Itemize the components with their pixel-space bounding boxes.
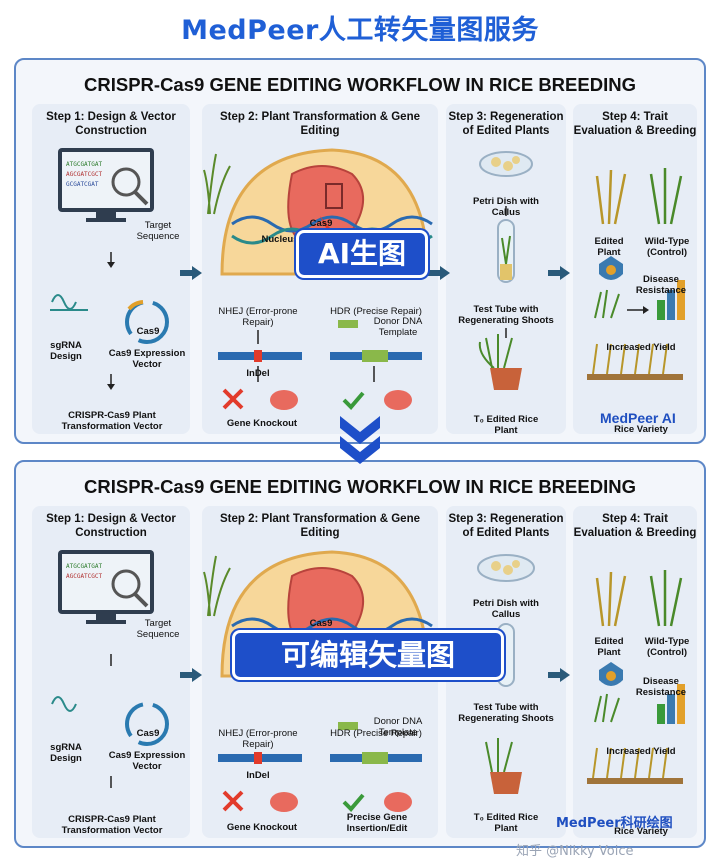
target-sequence-label: Target Sequence (136, 618, 180, 640)
step-1-title: Step 1: Design & Vector Construction (46, 111, 176, 137)
cas9-label: Cas9 (136, 728, 160, 739)
arrow-right-icon (428, 266, 450, 280)
cas9-label: Cas9 (136, 326, 160, 337)
target-sequence-label: Target Sequence (136, 220, 180, 242)
petri-dish-label: Petri Dish with Callus (473, 598, 539, 620)
t0-plant-label: T₀ Edited Rice Plant (473, 812, 539, 834)
disease-resistance-label: Disease Resistance (635, 274, 687, 296)
step-2-title: Step 2: Plant Transformation & Gene Edit… (219, 111, 420, 137)
medpeer-ai-watermark: MedPeer AI (600, 410, 676, 426)
donor-template-label: Donor DNA Template (373, 316, 423, 338)
increased-yield-label: Increased Yield (606, 342, 676, 353)
cas9-protein-label: Cas9 (309, 618, 333, 629)
gene-insertion-label: Precise Gene Insertion/Edit (346, 812, 408, 834)
sgrna-design-label: sgRNA Design (50, 742, 82, 764)
step-1-card: Step 1: Design & Vector Construction ATG… (32, 506, 190, 838)
hdr-label: HDR (Precise Repair) (330, 728, 422, 739)
svg-text:ATGCGATGAT: ATGCGATGAT (66, 563, 103, 570)
ai-generated-badge: AI生图 (296, 230, 428, 278)
step-2-title: Step 2: Plant Transformation & Gene Edit… (219, 513, 420, 539)
rice-variety-label: Rice Variety (614, 424, 668, 435)
edited-plant-label: Edited Plant (594, 636, 624, 658)
svg-text:GCGATCGAT: GCGATCGAT (66, 181, 99, 188)
hdr-label: HDR (Precise Repair) (330, 306, 422, 317)
top-title: MedPeer人工转矢量图服务 (181, 15, 539, 46)
gene-knockout-label: Gene Knockout (226, 418, 298, 429)
step-1-card: Step 1: Design & Vector Construction ATG… (32, 104, 190, 434)
arrow-right-icon (548, 668, 570, 682)
step-4-title: Step 4: Trait Evaluation & Breeding (573, 111, 697, 137)
sgrna-design-label: sgRNA Design (50, 340, 82, 362)
step-1-illustration: ATGCGATGAT AGCGATCGCT GCGATCGAT (50, 148, 169, 390)
nhej-label: NHEJ (Error-prone Repair) (218, 728, 298, 750)
step-3-card: Step 3: Regeneration of Edited Plants Pe… (446, 104, 566, 436)
step-3-title: Step 3: Regeneration of Edited Plants (448, 111, 564, 137)
disease-resistance-label: Disease Resistance (635, 676, 687, 698)
step-3-card: Step 3: Regeneration of Edited Plants Pe… (446, 506, 566, 838)
step-1-illustration: ATGCGATGAT AGCGATCGCT (51, 550, 169, 788)
panel-title: CRISPR-Cas9 GENE EDITING WORKFLOW IN RIC… (84, 476, 636, 497)
chevron-down-icon (340, 416, 380, 464)
gene-knockout-label: Gene Knockout (226, 822, 298, 833)
test-tube-label: Test Tube with Regenerating Shoots (458, 304, 554, 326)
zhihu-watermark: 知乎 @Nikky Voice (516, 844, 634, 859)
arrow-right-icon (180, 266, 202, 280)
cas9-expression-vector-label: Cas9 Expression Vector (108, 750, 186, 772)
edited-plant-label: Edited Plant (594, 236, 624, 258)
step-4-card: Step 4: Trait Evaluation & Breeding Edit… (573, 104, 697, 435)
transformation-vector-label: CRISPR-Cas9 Plant Transformation Vector (61, 814, 163, 836)
indel-label: InDel (246, 770, 270, 781)
svg-text:AGCGATCGCT: AGCGATCGCT (66, 573, 103, 580)
arrow-right-icon (548, 266, 570, 280)
medpeer-watermark: MedPeer科研绘图 (556, 816, 673, 831)
transformation-vector-label: CRISPR-Cas9 Plant Transformation Vector (61, 410, 163, 432)
svg-text:AGCGATCGCT: AGCGATCGCT (66, 171, 103, 178)
svg-text:ATGCGATGAT: ATGCGATGAT (66, 161, 103, 168)
rice-variety-label: Rice Variety (614, 826, 668, 837)
step-4-card: Step 4: Trait Evaluation & Breeding Edit… (573, 506, 697, 838)
arrow-right-icon (180, 668, 202, 682)
cas9-protein-label: Cas9 (309, 218, 333, 229)
indel-label: InDel (246, 368, 270, 379)
nucleus-label: Nucleus (261, 234, 299, 245)
nhej-label: NHEJ (Error-prone Repair) (218, 306, 298, 328)
increased-yield-label: Increased Yield (606, 746, 676, 757)
wild-type-label: Wild-Type (Control) (644, 636, 690, 658)
transformation-vector-icon (32, 104, 190, 434)
donor-template-label: Donor DNA Template (373, 716, 423, 738)
step-3-title: Step 3: Regeneration of Edited Plants (448, 513, 564, 539)
petri-dish-label: Petri Dish with Callus (473, 196, 539, 218)
step-4-illustration (587, 570, 685, 784)
editable-vector-badge: 可编辑矢量图 (232, 630, 504, 680)
wild-type-label: Wild-Type (Control) (644, 236, 690, 258)
cas9-expression-vector-label: Cas9 Expression Vector (108, 348, 186, 370)
t0-plant-label: T₀ Edited Rice Plant (473, 414, 539, 436)
panel-title: CRISPR-Cas9 GENE EDITING WORKFLOW IN RIC… (84, 74, 636, 95)
ai-image-panel: CRISPR-Cas9 GENE EDITING WORKFLOW IN RIC… (14, 58, 706, 444)
step-4-title: Step 4: Trait Evaluation & Breeding (573, 513, 697, 539)
step-4-illustration (587, 168, 685, 380)
step-3-illustration (478, 151, 533, 390)
step-1-title: Step 1: Design & Vector Construction (46, 513, 176, 539)
test-tube-label: Test Tube with Regenerating Shoots (458, 702, 554, 724)
